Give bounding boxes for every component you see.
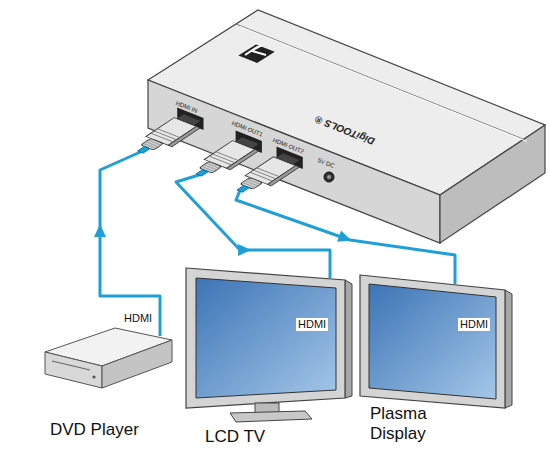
dc-jack <box>324 172 334 182</box>
housing-side <box>440 125 545 243</box>
port-label-holder: HDMI OUT2 <box>274 137 307 143</box>
cable-label-holder: HDMI <box>122 312 154 325</box>
arrow-head <box>337 231 353 247</box>
lcd-screen <box>196 278 336 398</box>
plasma-display: Plasma Display <box>356 284 516 447</box>
housing-front <box>148 80 440 243</box>
cable-label: HDMI <box>458 318 490 331</box>
port-label-holder: HDMI IN <box>177 100 200 106</box>
arrow-head <box>94 224 106 237</box>
cable-label-holder: HDMI <box>458 318 490 331</box>
lcd-frame <box>186 268 345 408</box>
plasma-screen <box>369 284 496 399</box>
dc-jack-pin <box>327 175 331 179</box>
dvd-player: DVD Player <box>40 336 190 446</box>
plasma-side <box>505 290 512 408</box>
dvd-front <box>45 352 102 388</box>
dvd-button <box>92 375 95 378</box>
port-label-holder: HDMI OUT1 <box>233 120 266 126</box>
housing-ridge <box>236 24 523 139</box>
device-name: DVD Player <box>50 420 139 440</box>
lcd-stand-base <box>230 411 312 422</box>
hdmi-plug <box>129 113 207 158</box>
port-label-holder: 5V DC <box>319 157 337 163</box>
hdmi-cable <box>100 136 165 336</box>
arrow-head <box>238 244 251 256</box>
plasma-frame <box>360 275 505 408</box>
splitter-box: DigiTOOLS ® <box>165 8 547 165</box>
device-name: LCD TV <box>205 427 265 447</box>
brand-logo <box>238 44 274 63</box>
brand-logo-mark <box>245 45 266 55</box>
dvd-side <box>102 340 172 388</box>
cable-label-holder: HDMI <box>296 318 328 331</box>
lcd-tv: LCD TV <box>180 278 355 449</box>
device-name: Plasma Display <box>370 404 452 443</box>
dvd-tray <box>52 361 90 370</box>
lcd-side <box>345 280 352 398</box>
cable-label: HDMI <box>296 318 328 331</box>
cable-label: HDMI <box>122 312 154 325</box>
brand-name: DigiTOOLS ® <box>314 114 377 147</box>
housing-ridge-light <box>240 27 527 142</box>
hdmi-plug <box>229 152 307 197</box>
